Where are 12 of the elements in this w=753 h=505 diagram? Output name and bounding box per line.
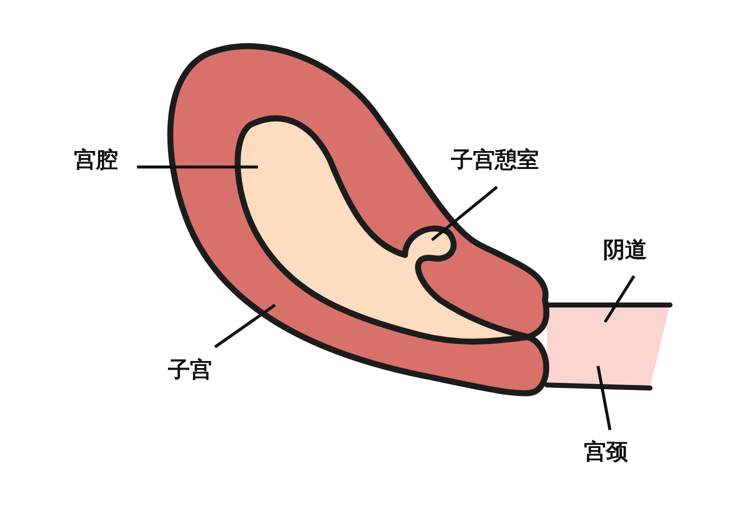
- part-label: 子宫憩室: [451, 150, 539, 172]
- uterus-drawing: [167, 43, 550, 396]
- leader-line: [604, 275, 636, 323]
- leader-line: [214, 304, 276, 348]
- part-label: 阴道: [603, 240, 647, 262]
- leader-line: [137, 166, 258, 168]
- leader-line: [431, 186, 498, 242]
- part-label: 宫颈: [584, 442, 628, 464]
- vagina-shape: [544, 302, 672, 390]
- part-label: 宫腔: [74, 150, 118, 172]
- part-label: 子宫: [168, 360, 212, 382]
- leader-line: [596, 366, 612, 430]
